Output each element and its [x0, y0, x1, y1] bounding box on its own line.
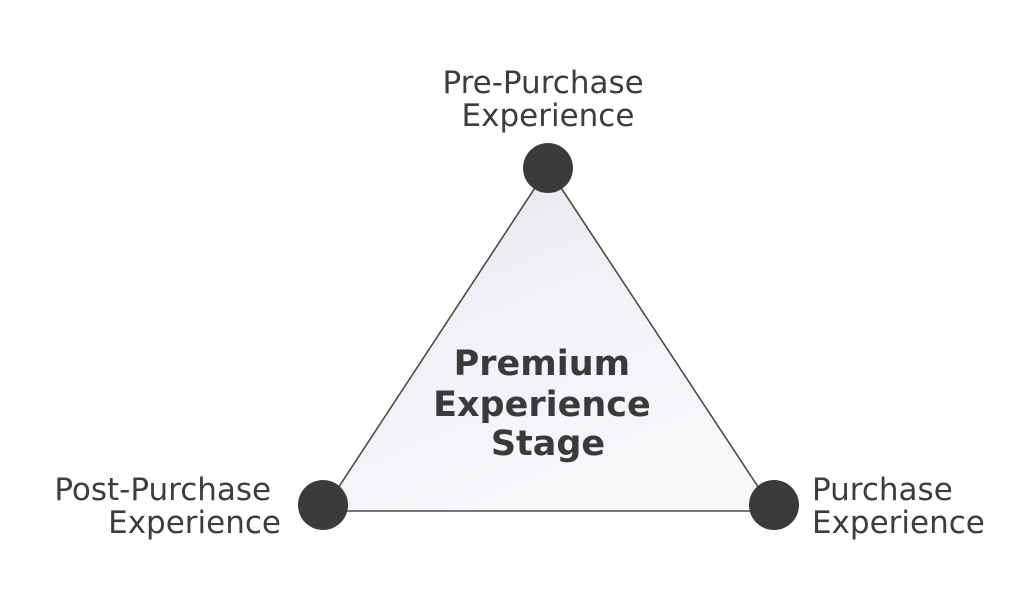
post-purchase-label-line1: Post-Purchase	[54, 472, 271, 508]
post-purchase-label: Post-Purchase Experience	[54, 472, 281, 541]
purchase-label-line2: Experience	[812, 505, 985, 541]
purchase-label-line1: Purchase	[812, 472, 953, 508]
pre-purchase-label: Pre-Purchase Experience	[442, 65, 653, 134]
center-label-line1: Premium	[454, 344, 631, 384]
center-label-line2: Experience	[433, 385, 651, 425]
pre-purchase-label-line1: Pre-Purchase	[442, 65, 643, 101]
purchase-node	[749, 480, 799, 530]
post-purchase-label-line2: Experience	[108, 505, 281, 541]
pre-purchase-node	[523, 143, 573, 193]
center-stage-label: Premium Experience Stage	[433, 344, 663, 464]
experience-triangle	[321, 166, 776, 512]
pre-purchase-label-line2: Experience	[462, 98, 635, 134]
purchase-label: Purchase Experience	[812, 472, 985, 541]
center-label-line3: Stage	[491, 424, 605, 464]
post-purchase-node	[298, 480, 348, 530]
